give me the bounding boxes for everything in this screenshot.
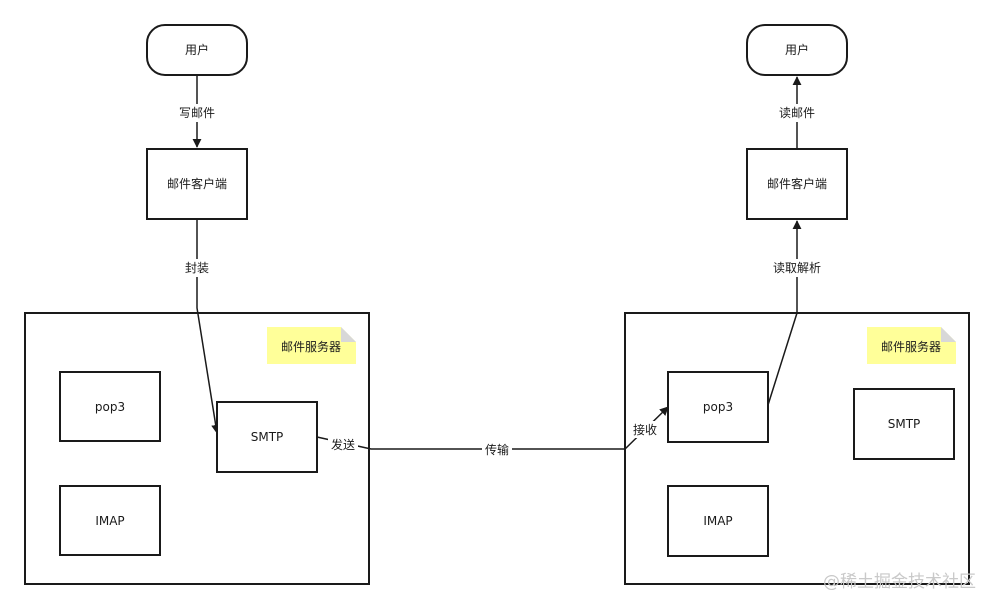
right-smtp-node[interactable] [853, 388, 955, 460]
right-server-note-label: 邮件服务器 [881, 339, 941, 354]
left-server-note [267, 327, 356, 364]
left-imap-label: IMAP [95, 514, 124, 528]
left-pop3-label: pop3 [95, 400, 125, 414]
transfer-label: 传输 [485, 442, 509, 457]
right-user-node[interactable] [746, 24, 848, 76]
left-write-label-bg [175, 104, 219, 122]
left-wrap-label: 封装 [185, 261, 209, 275]
right-pop3-node[interactable] [667, 371, 769, 443]
right-parse-label-bg [769, 259, 825, 277]
left-pop3-node[interactable] [59, 371, 161, 442]
left-smtp-label: SMTP [251, 430, 284, 444]
left-server-note-label: 邮件服务器 [281, 339, 341, 354]
left-wrap-label-bg [181, 259, 213, 277]
send-label-bg [328, 436, 358, 453]
right-imap-label: IMAP [703, 514, 732, 528]
watermark: @稀土掘金技术社区 [823, 572, 976, 592]
right-user-label: 用户 [785, 42, 809, 57]
right-client-node[interactable] [746, 148, 848, 220]
left-user-label: 用户 [185, 42, 209, 57]
send-label: 发送 [331, 437, 355, 452]
right-server-note [867, 327, 956, 364]
right-pop3-label: pop3 [703, 400, 733, 414]
receive-label-bg [630, 421, 660, 438]
right-smtp-label: SMTP [888, 417, 921, 431]
right-server-note-fold [941, 327, 956, 342]
left-client-label: 邮件客户端 [167, 176, 227, 191]
right-client-label: 邮件客户端 [767, 176, 827, 191]
right-read-label: 读邮件 [779, 106, 815, 120]
right-parse-label: 读取解析 [773, 261, 821, 275]
right-parse-arrow [767, 220, 802, 406]
right-imap-node[interactable] [667, 485, 769, 557]
left-server-note-fold [341, 327, 356, 342]
left-wrap-arrow [196, 219, 221, 434]
transfer-label-bg [482, 441, 512, 458]
right-read-label-bg [775, 104, 819, 122]
left-imap-node[interactable] [59, 485, 161, 556]
left-smtp-node[interactable] [216, 401, 318, 473]
receive-label: 接收 [633, 422, 657, 437]
left-write-label: 写邮件 [179, 106, 215, 120]
